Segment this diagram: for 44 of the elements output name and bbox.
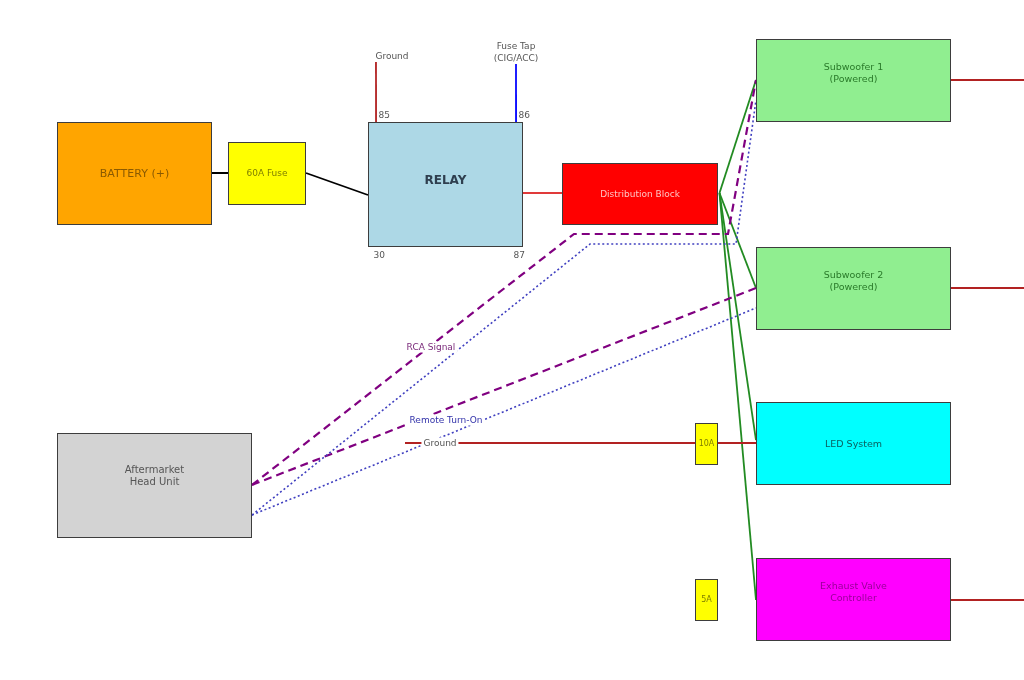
component-label: LED System <box>824 437 883 450</box>
wire <box>515 63 517 123</box>
battery-block <box>57 122 212 225</box>
wire <box>717 442 757 444</box>
wire-label: Remote Turn-On <box>407 414 485 426</box>
wire <box>404 442 696 444</box>
fuse-block <box>695 579 718 621</box>
wire <box>211 172 229 174</box>
wire-label: RCA Signal <box>404 341 458 353</box>
component-label: Distribution Block <box>600 188 680 200</box>
pin-number: 85 <box>378 109 390 121</box>
component-label: Aftermarket Head Unit <box>123 463 186 488</box>
head-unit-block <box>57 433 252 538</box>
pin-number: 86 <box>518 109 530 121</box>
wire <box>718 192 757 289</box>
wire <box>305 172 369 196</box>
component-label: Subwoofer 1 (Powered) <box>822 61 885 84</box>
component-label: 60A Fuse <box>246 168 288 179</box>
wire-label: Ground <box>421 437 459 449</box>
pin-number: 87 <box>513 249 525 261</box>
component-label: Subwoofer 2 (Powered) <box>822 269 885 292</box>
pin-number: 30 <box>373 249 385 261</box>
fuse-block <box>228 142 306 205</box>
subwoofer-block <box>756 39 951 122</box>
fuse-block <box>695 423 718 465</box>
wire <box>375 61 377 123</box>
wire <box>718 192 757 601</box>
wire <box>950 79 1024 81</box>
valve-controller-block <box>756 558 951 641</box>
wire <box>950 287 1024 289</box>
distribution-block <box>562 163 718 225</box>
component-label: RELAY <box>424 173 467 188</box>
terminal-label: Fuse Tap (CIG/ACC) <box>482 40 550 64</box>
component-label: BATTERY (+) <box>99 166 170 181</box>
led-system-block <box>756 402 951 485</box>
subwoofer-block <box>756 247 951 330</box>
wire <box>251 307 757 516</box>
wire <box>950 599 1024 601</box>
component-label: Exhaust Valve Controller <box>819 580 888 603</box>
terminal-label: Ground <box>370 50 414 62</box>
wire <box>251 286 757 486</box>
wire <box>522 192 563 194</box>
component-label: 10A <box>698 439 715 449</box>
component-label: 5A <box>701 595 712 605</box>
